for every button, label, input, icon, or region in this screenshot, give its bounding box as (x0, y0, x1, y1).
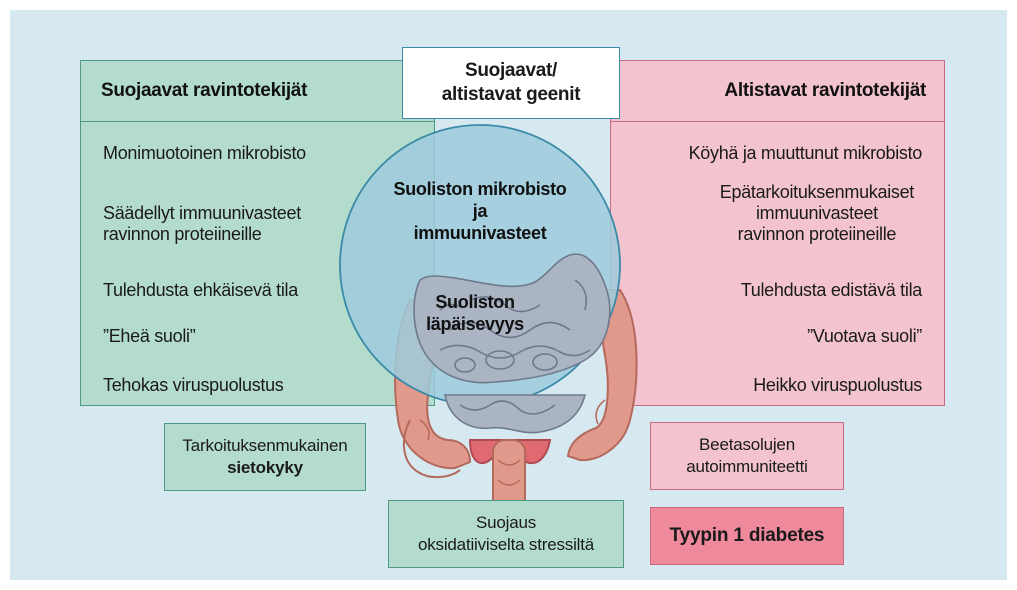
tolerance-box: Tarkoituksenmukainen sietokyky (164, 423, 366, 491)
type1-diabetes-box: Tyypin 1 diabetes (650, 507, 844, 565)
circle-main-label: Suoliston mikrobisto ja immuunivasteet (380, 178, 580, 244)
genes-box: Suojaavat/ altistavat geenit (402, 47, 620, 119)
oxidative-stress-protection-box: Suojaus oksidatiiviselta stressiltä (388, 500, 624, 568)
beta-cell-autoimmunity-box: Beetasolujen autoimmuniteetti (650, 422, 844, 490)
small-intestine-lower-icon (445, 395, 585, 433)
gut-permeability-label: Suoliston läpäisevyys (390, 291, 560, 335)
